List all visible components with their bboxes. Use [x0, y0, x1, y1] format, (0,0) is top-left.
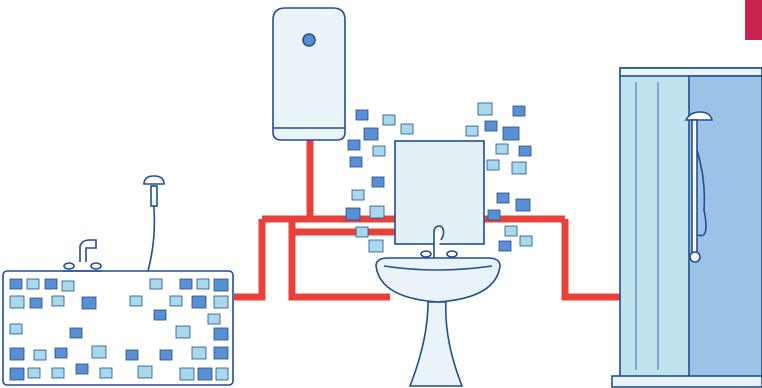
sink-faucet — [433, 225, 445, 258]
shower-riser-bar — [691, 119, 698, 261]
sink — [375, 225, 501, 387]
shower-supply-pipe — [561, 219, 620, 301]
sink-basin-rim — [383, 265, 493, 271]
bathtub-supply-pipe — [234, 219, 266, 301]
shower-top-rail — [619, 67, 762, 77]
shower-head-icon — [684, 111, 714, 121]
sink-loop-pipe — [288, 219, 390, 301]
corner-badge — [745, 0, 762, 40]
water-heater-icon — [272, 7, 346, 141]
sink-tap-right — [446, 250, 458, 258]
bathtub-tap-left — [63, 262, 75, 270]
bathtub-tap-right — [90, 262, 102, 270]
shower-hose — [696, 149, 707, 237]
shower-back-panel — [688, 75, 762, 379]
mirror-tiles-left — [345, 109, 414, 253]
shower-base — [611, 375, 762, 388]
bathtub-tiles — [9, 278, 229, 381]
sink-pedestal — [408, 301, 464, 387]
hand-shower-icon — [143, 175, 165, 185]
bathtub-faucet — [79, 239, 97, 262]
sink-tap-left — [420, 250, 432, 258]
mirror-tiles-right — [465, 102, 533, 252]
sink-icon — [375, 257, 501, 303]
pipe-network — [234, 138, 620, 301]
hand-shower-hose — [147, 186, 156, 272]
water-heater — [272, 7, 346, 141]
heater-thermostat — [302, 33, 316, 47]
shower-valve — [689, 251, 701, 263]
shower-cabin — [611, 67, 762, 388]
